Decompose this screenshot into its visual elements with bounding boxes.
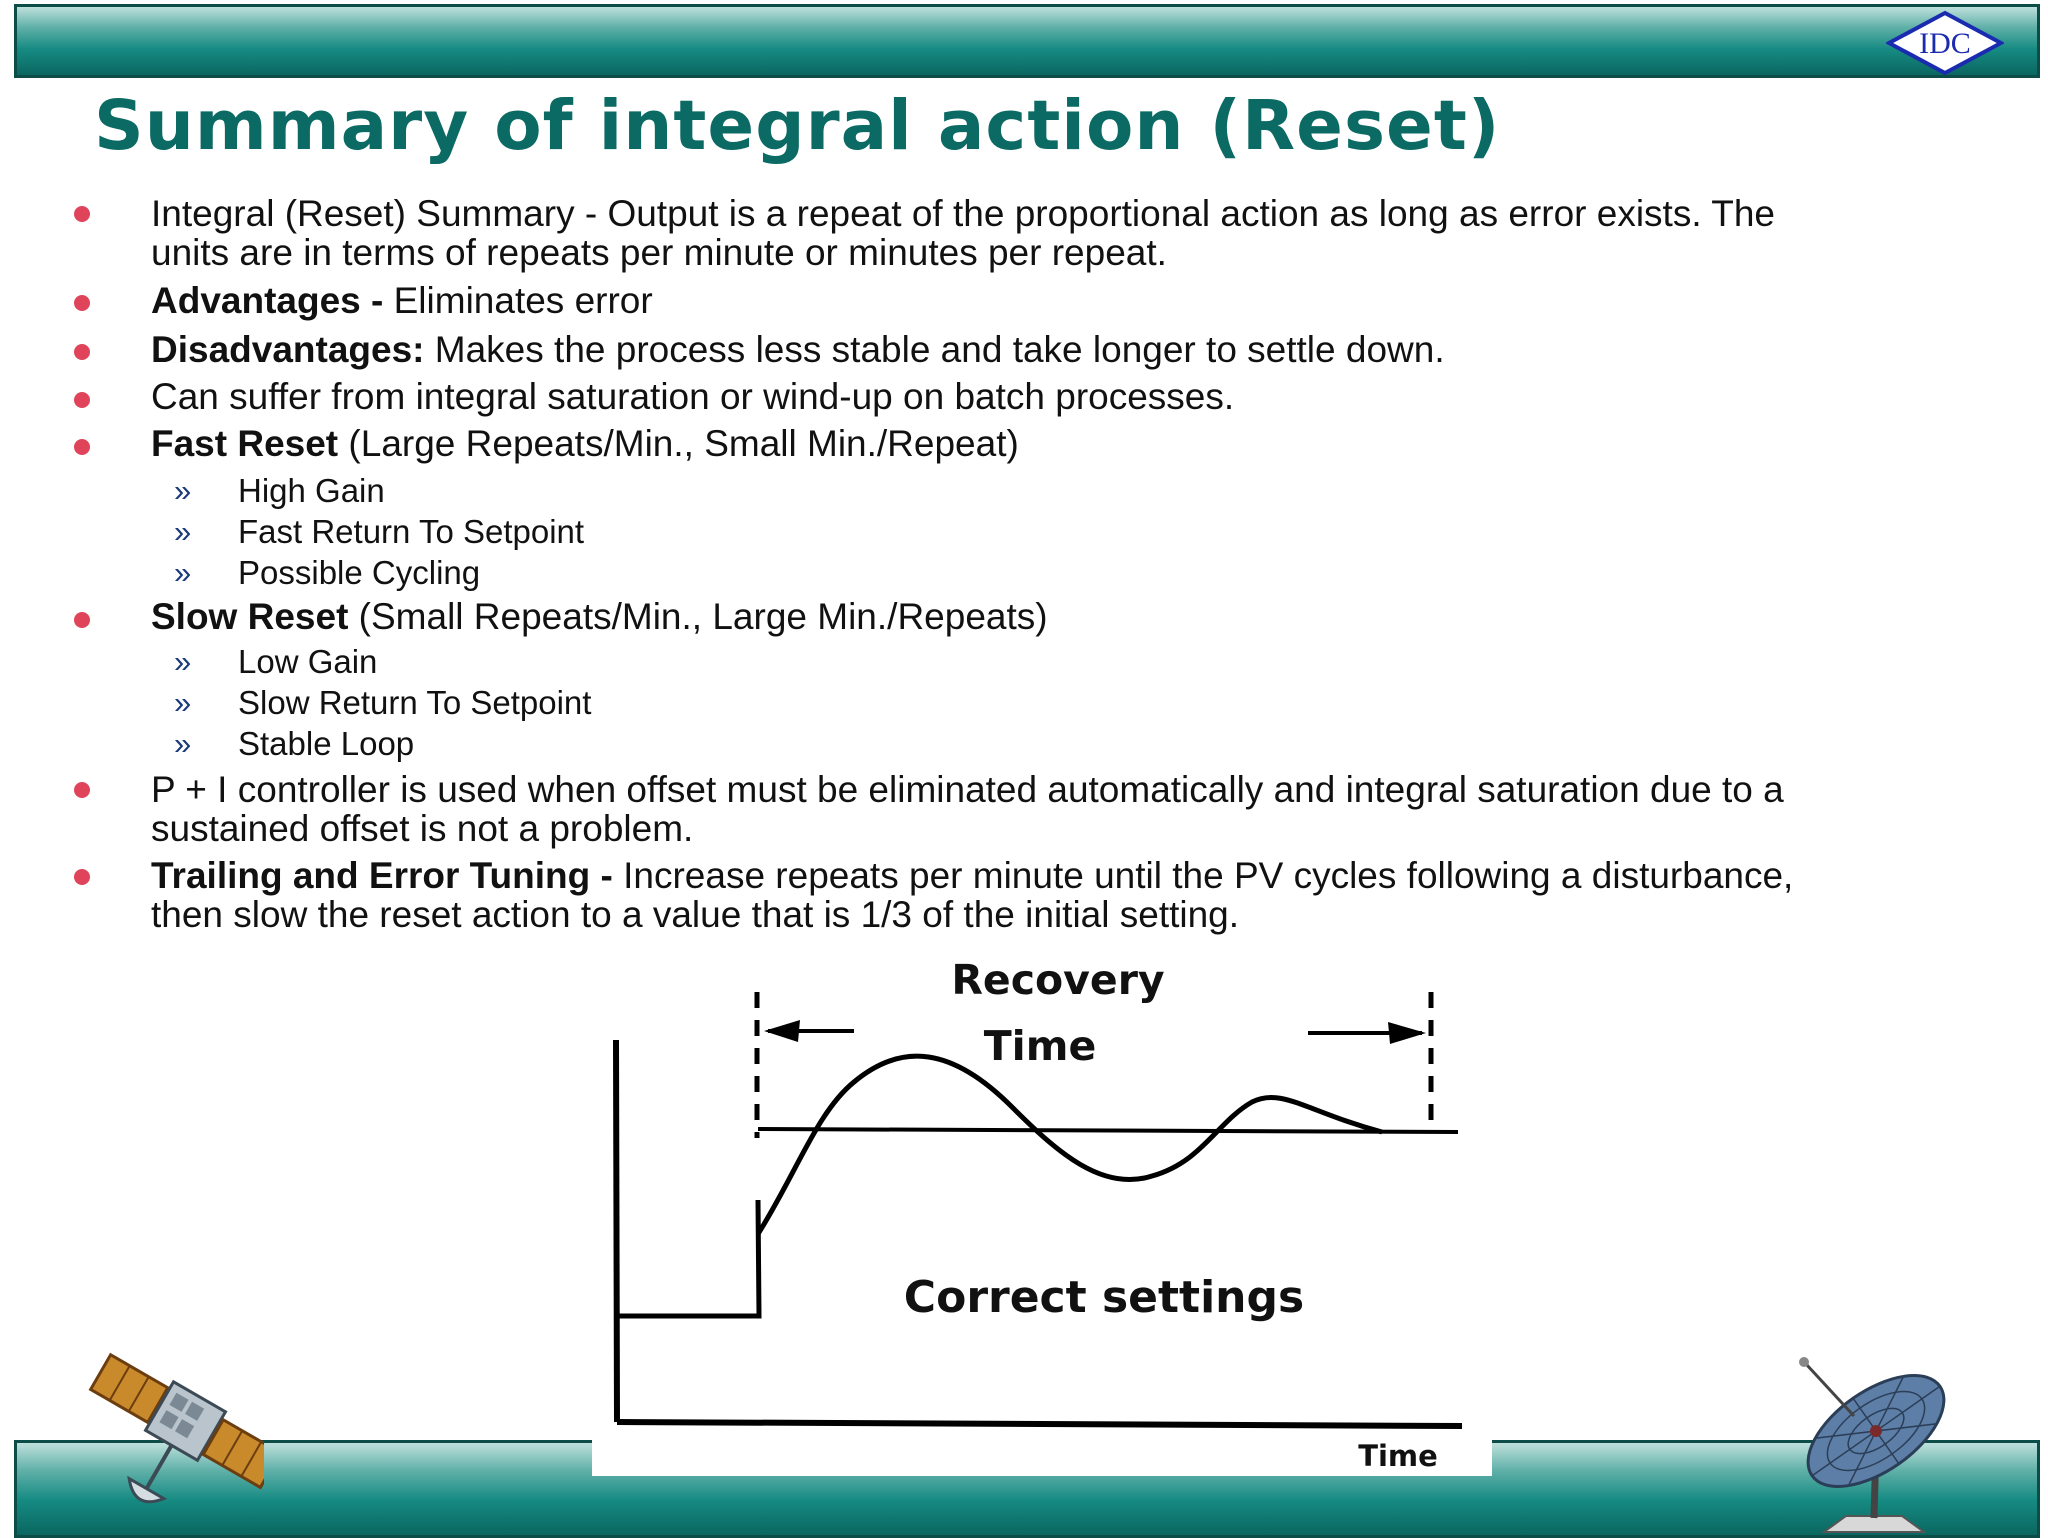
list-item-text: Integral (Reset) Summary - Output is a r…	[151, 193, 1775, 234]
page-title: Summary of integral action (Reset)	[94, 86, 1501, 166]
bullet-dot	[74, 439, 90, 455]
caption-label: Correct settings	[904, 1272, 1304, 1323]
sub-marker: »	[174, 726, 192, 761]
sub-list-item-text: Slow Return To Setpoint	[238, 684, 592, 721]
setpoint-line	[757, 1127, 1459, 1134]
bullet-dot	[74, 612, 90, 628]
list-item-text-continued: then slow the reset action to a value th…	[151, 894, 1240, 935]
bullet-dot	[74, 206, 90, 222]
sub-marker: »	[174, 555, 192, 590]
recovery-time-diagram: Recovery Time Correct settings Time	[592, 962, 1492, 1476]
recovery-label: Recovery	[951, 962, 1164, 1004]
logo-text: IDC	[1919, 27, 1971, 60]
x-axis	[616, 1419, 1463, 1429]
satellite-icon	[88, 1352, 264, 1504]
sub-list-item-text: Stable Loop	[238, 725, 415, 762]
list-item-text: Slow Reset (Small Repeats/Min., Large Mi…	[151, 596, 1048, 637]
sub-marker: »	[174, 473, 192, 508]
list-item-text: Fast Reset (Large Repeats/Min., Small Mi…	[151, 423, 1019, 464]
sub-list-item-text: Low Gain	[238, 643, 378, 680]
sub-list-item-text: Fast Return To Setpoint	[238, 513, 585, 550]
header-band	[14, 4, 2040, 78]
sub-list-item-text: High Gain	[238, 472, 385, 509]
list-item-text: Can suffer from integral saturation or w…	[151, 376, 1235, 417]
list-item-text-continued: units are in terms of repeats per minute…	[151, 232, 1167, 273]
list-item-text-continued: sustained offset is not a problem.	[151, 808, 694, 849]
sub-marker: »	[174, 685, 192, 720]
sub-list-item-text: Possible Cycling	[238, 554, 481, 591]
recovery-time-label: Time	[984, 1022, 1097, 1070]
bullet-dot	[74, 344, 90, 360]
idc-logo: IDC	[1886, 10, 2004, 76]
process-variable-curve	[755, 1053, 1383, 1236]
sub-marker: »	[174, 644, 192, 679]
step-input-line	[618, 1199, 762, 1319]
bullet-dot	[74, 869, 90, 885]
y-axis	[613, 1039, 620, 1423]
bullet-dot	[74, 295, 90, 311]
list-item-text: Advantages - Eliminates error	[151, 280, 653, 321]
sub-marker: »	[174, 514, 192, 549]
bullet-dot	[74, 782, 90, 798]
list-item-text: Trailing and Error Tuning - Increase rep…	[151, 855, 1794, 896]
list-item-text: Disadvantages: Makes the process less st…	[151, 329, 1445, 370]
list-item-text: P + I controller is used when offset mus…	[151, 769, 1784, 810]
satellite-dish-icon	[1799, 1357, 1946, 1533]
bullet-dot	[74, 392, 90, 408]
x-axis-label: Time	[1358, 1439, 1438, 1473]
